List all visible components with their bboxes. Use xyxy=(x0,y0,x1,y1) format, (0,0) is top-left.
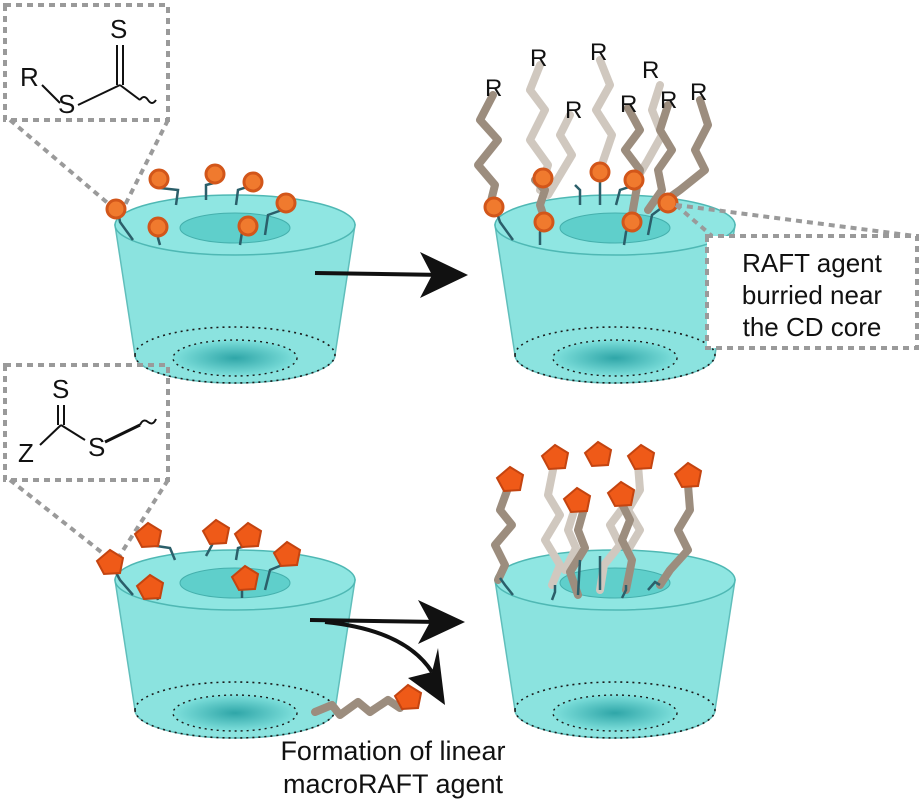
inset-callout-line xyxy=(123,119,170,206)
top-inset-r: R xyxy=(20,62,39,92)
chain-end-r: R xyxy=(485,75,502,102)
raft-pentagon-icon xyxy=(95,518,302,601)
cyclodextrin-icon xyxy=(494,549,736,739)
arrow-icon xyxy=(324,620,434,674)
caption-line-1: Formation of linear xyxy=(280,736,505,766)
linkers xyxy=(498,556,661,601)
arrow-icon xyxy=(420,252,468,298)
callout-pointer xyxy=(675,203,916,238)
chain-end-labels: R R R R R R R R xyxy=(485,39,707,124)
inset-callout-line xyxy=(8,118,112,207)
callout-line-1: RAFT agent xyxy=(742,248,882,278)
chain-end-r: R xyxy=(690,79,707,106)
inset-callout-line xyxy=(8,478,107,557)
arrow-icon xyxy=(418,600,465,644)
bottom-inset-structure: S S Z xyxy=(3,363,170,482)
top-inset-structure: S S R xyxy=(3,3,170,122)
released-macroraft-chain xyxy=(311,683,423,719)
chain-end-r: R xyxy=(565,97,582,124)
cyclodextrin-icon xyxy=(494,194,736,384)
top-inset-s-single: S xyxy=(58,89,75,119)
caption-line-2: macroRAFT agent xyxy=(283,769,504,799)
inset-callout-line xyxy=(118,478,170,557)
arrow-icon xyxy=(314,271,446,277)
arrow-icon xyxy=(408,648,445,705)
chain-end-r: R xyxy=(660,87,677,114)
chain-end-r: R xyxy=(530,45,547,72)
bottom-inset-s-double: S xyxy=(52,374,69,404)
top-inset-s-double: S xyxy=(110,14,127,44)
polymer-chain-icon xyxy=(491,461,694,599)
raft-bead-icon xyxy=(483,161,679,233)
raft-pentagon-icon xyxy=(495,440,703,514)
raft-bead-icon xyxy=(105,163,297,238)
callout-line-2: burried near xyxy=(742,280,883,310)
callout-pointer xyxy=(674,203,714,238)
bottom-inset-s-single: S xyxy=(88,432,105,462)
chain-end-r: R xyxy=(620,91,637,118)
chain-end-r: R xyxy=(590,39,607,66)
callout-line-3: the CD core xyxy=(743,312,882,342)
callout-box xyxy=(705,234,919,350)
chain-end-r: R xyxy=(642,57,659,84)
arrow-icon xyxy=(309,618,441,624)
bottom-inset-z: Z xyxy=(18,438,34,468)
